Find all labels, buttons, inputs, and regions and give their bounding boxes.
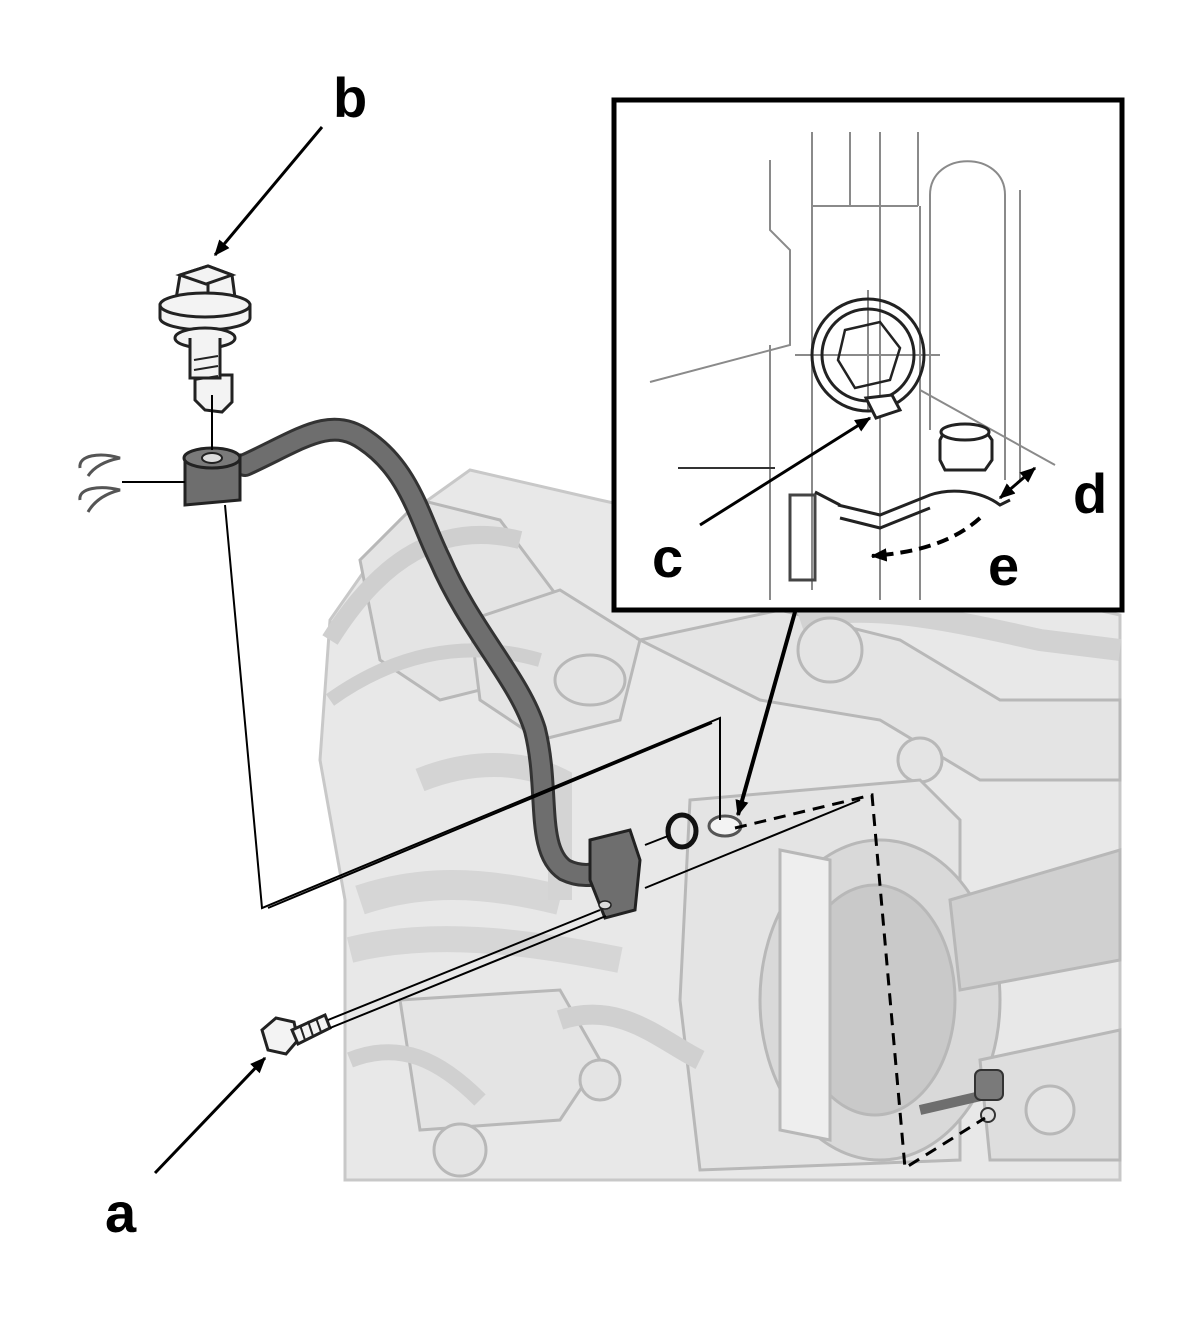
inset-nut [938,422,994,472]
engine-assembly [318,468,1122,1182]
banjo-fitting [182,446,242,507]
callout-d: d [1073,462,1108,525]
detail-inset [611,97,1125,613]
banjo-bolt-b [158,264,252,414]
sealing-washers [78,453,121,513]
callout-c: c [652,526,684,589]
callout-b: b [333,66,368,129]
inset-pointer-arrow [735,611,797,817]
guide-lines [224,504,861,1029]
o-ring [665,812,699,850]
arrow-c [699,416,872,527]
rotation-arrow-e [870,516,982,562]
dashed-guide-lines [734,793,986,1171]
bolt-a [260,1012,332,1056]
inset-detail-lines [649,132,1056,600]
inset-hex-bolt [810,297,926,420]
oil-feed-pipe [233,417,637,887]
pipe-flange [588,828,642,920]
callout-a: a [105,1181,137,1244]
arrow-b [213,126,324,257]
dimension-arrow-d [998,466,1037,500]
inset-bracket [788,489,1011,582]
oil-port [707,814,743,838]
callout-e: e [988,534,1020,597]
arrow-a [153,1056,267,1175]
